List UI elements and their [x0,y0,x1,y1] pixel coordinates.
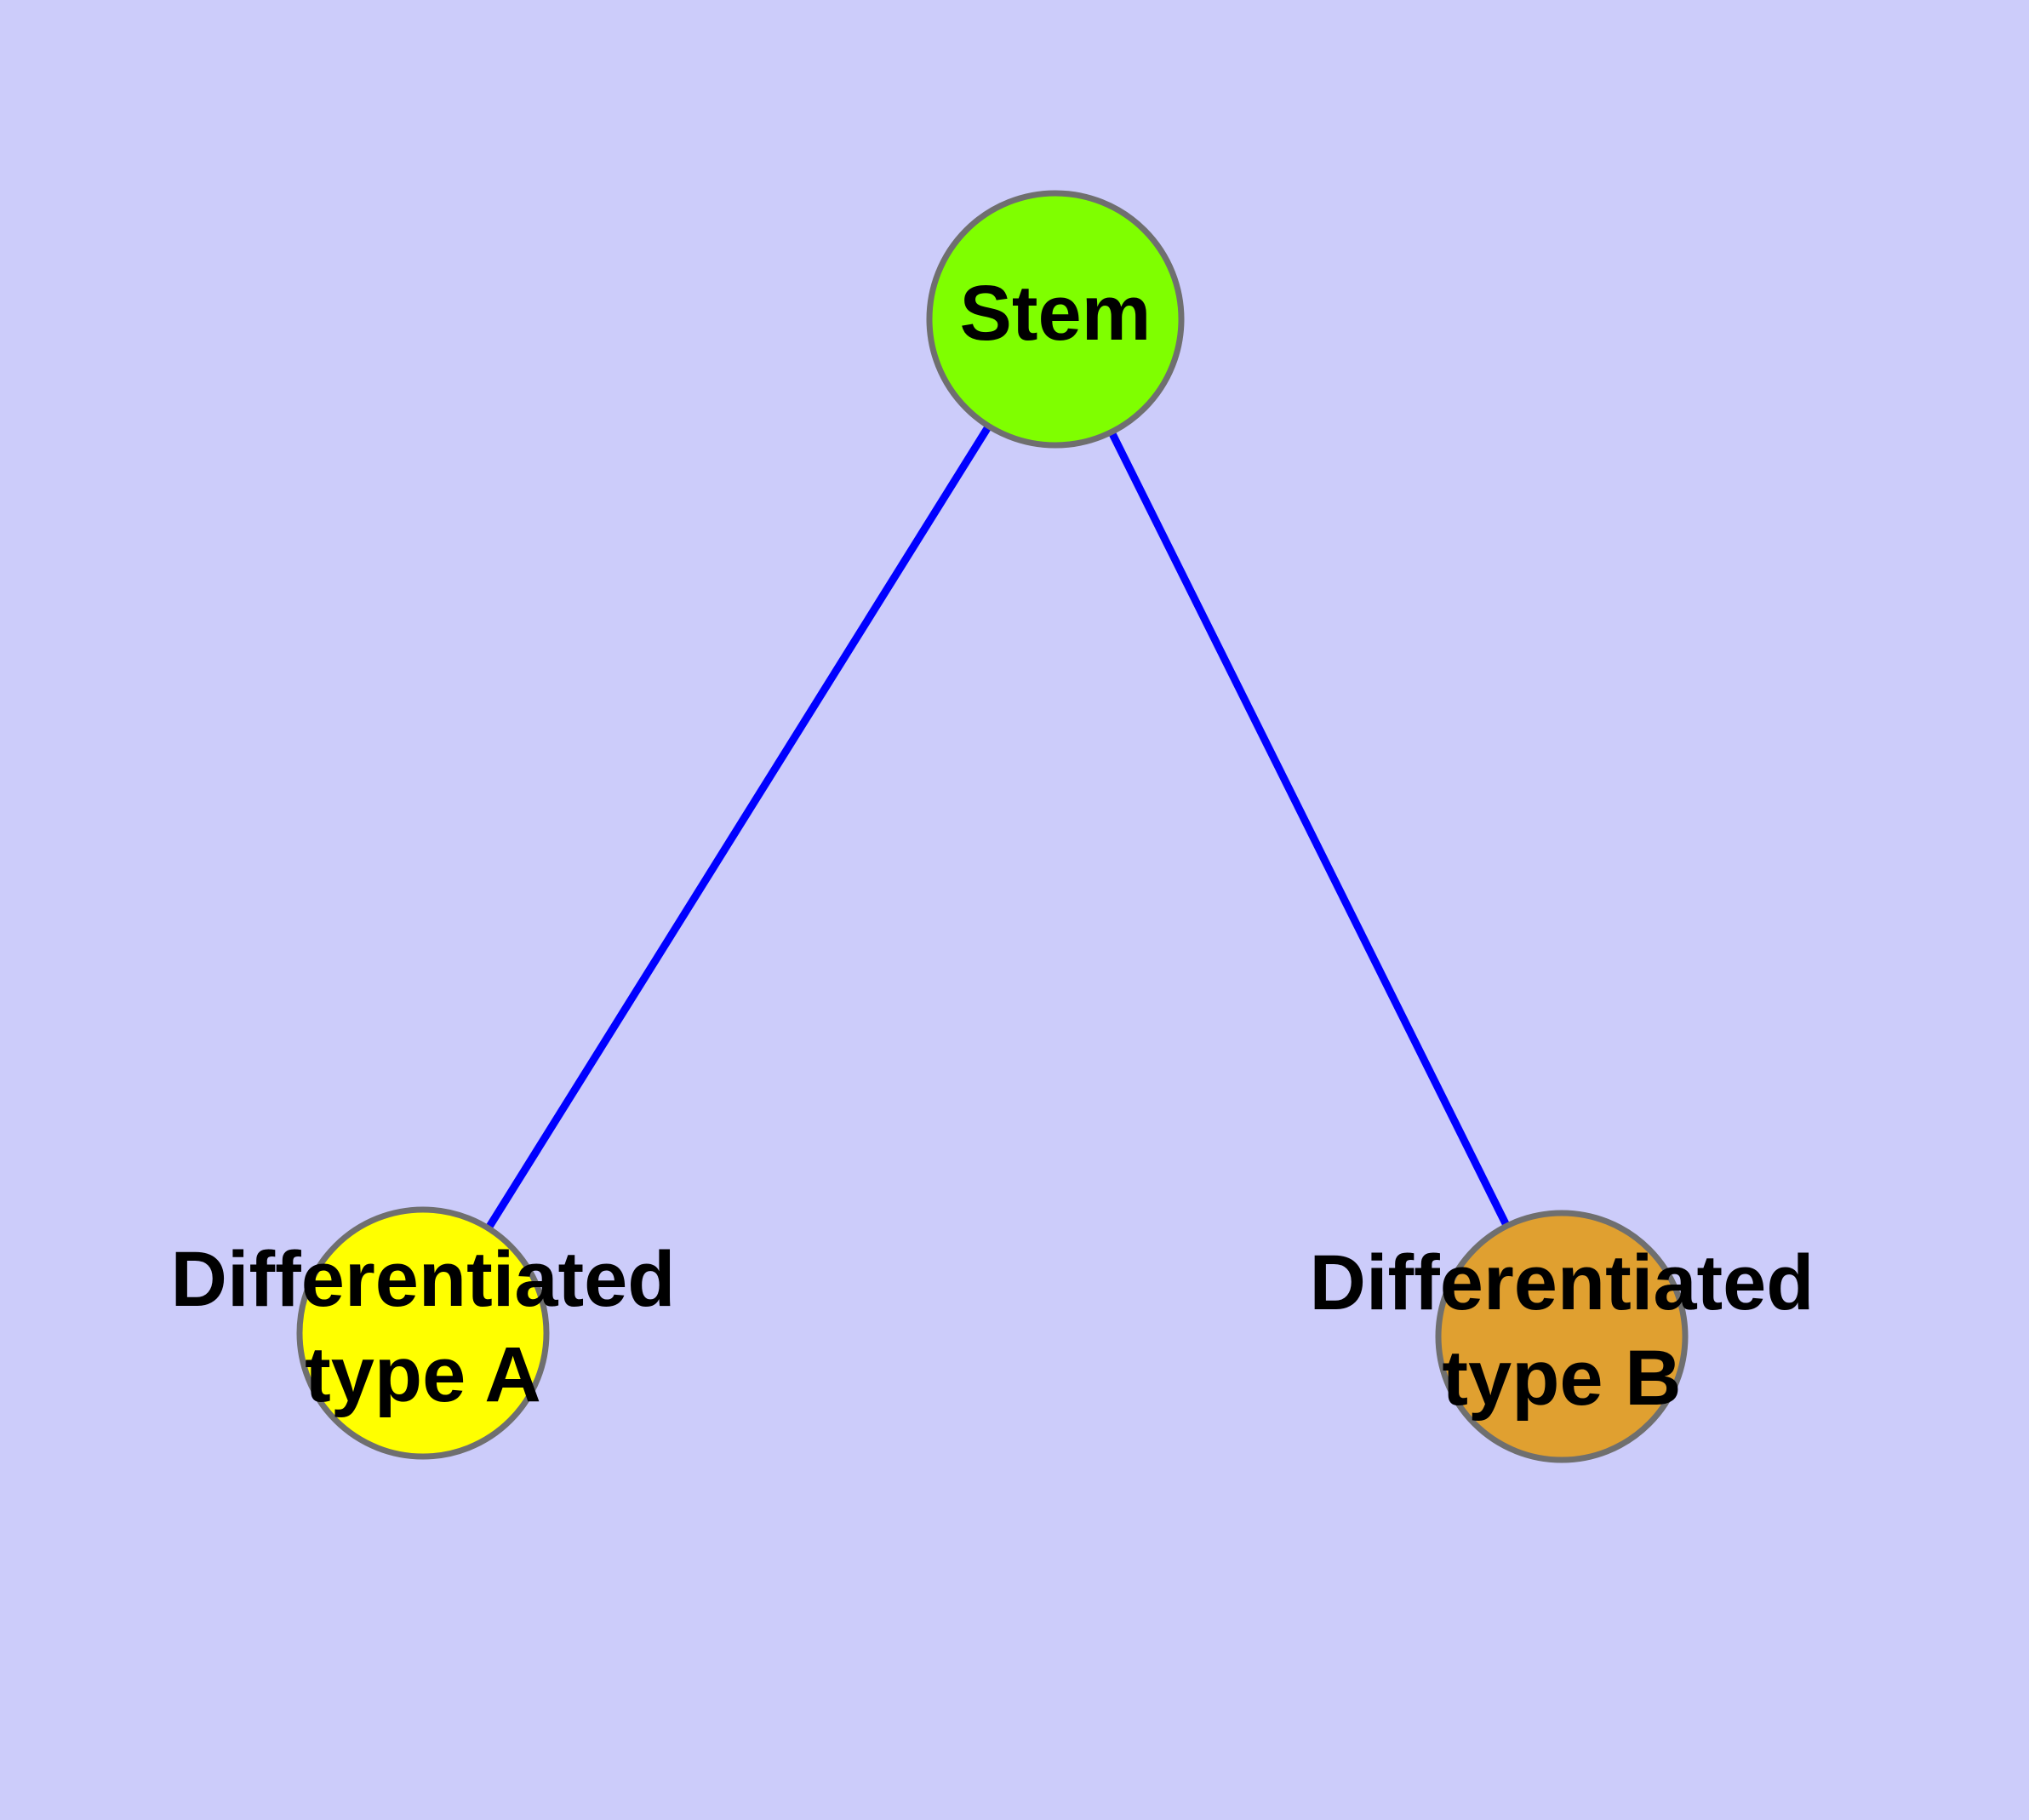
graph-edge [485,425,992,1229]
label-line: Stem [960,270,1152,357]
nodes-layer [296,190,1689,1463]
graph-edge [1108,432,1510,1227]
graph-node-label-diff_b: Differentiated type B [1310,1239,1815,1422]
label-line: Differentiated [171,1236,676,1323]
graph-node-diff_a[interactable] [296,1206,550,1460]
graph-node-diff_b[interactable] [1435,1210,1689,1463]
graph-node-label-stem: Stem [960,270,1152,357]
edges-layer [485,425,1510,1229]
label-line: Differentiated [1310,1239,1815,1326]
label-line: type B [1442,1335,1681,1422]
graph-node-stem[interactable] [926,190,1185,449]
label-line: type A [305,1331,541,1418]
